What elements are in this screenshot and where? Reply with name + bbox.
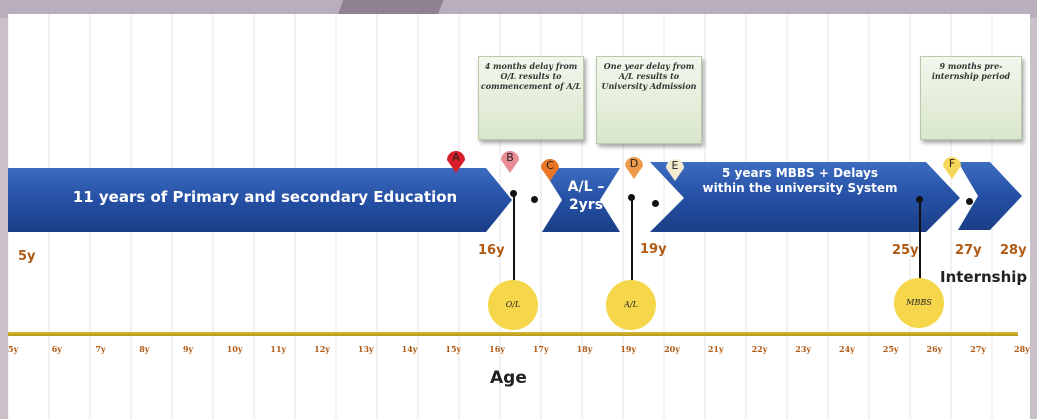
axis-tick-label: 18y	[576, 344, 593, 354]
marker-pin-a: A	[444, 146, 468, 174]
axis-tick-label: 27y	[970, 344, 987, 354]
age-intern: 27y	[955, 243, 982, 258]
marker-pin-b-label: B	[506, 151, 514, 164]
age-al: 19y	[640, 242, 667, 257]
axis-tick-label: 13y	[357, 344, 374, 354]
pre-internship-note: 9 months pre-internship period	[920, 56, 1022, 140]
ol-dot	[510, 190, 517, 197]
axis-tick-label: 8y	[139, 344, 150, 354]
al-exam-circle: A/L	[606, 280, 656, 330]
axis-tick-label: 21y	[707, 344, 724, 354]
age-mbbs: 25y	[892, 243, 919, 258]
axis-tick-label: 26y	[926, 344, 943, 354]
al-delay-note: One year delay from A/L results to Unive…	[596, 56, 702, 144]
al-connector	[631, 198, 633, 284]
ol-delay-dot	[531, 196, 538, 203]
axis-tick-label: 24y	[839, 344, 855, 354]
axis-tick-label: 11y	[270, 344, 287, 354]
ol-connector	[513, 194, 515, 284]
age-axis-title: Age	[490, 368, 527, 388]
marker-pin-d: D	[622, 152, 646, 180]
al-duration-label: A/L – 2yrs	[567, 179, 605, 213]
mbbs-dot	[916, 196, 923, 203]
axis-tick-label: 5y	[8, 344, 19, 354]
axis-tick-label: 20y	[664, 344, 680, 354]
ol-exam-circle: O/L	[488, 280, 538, 330]
axis-tick-label: 15y	[445, 344, 462, 354]
age-end: 28y	[1000, 243, 1027, 258]
axis-tick-label: 22y	[751, 344, 768, 354]
axis-tick-label: 19y	[620, 344, 637, 354]
axis-tick-label: 17y	[532, 344, 549, 354]
axis-tick-label: 6y	[51, 344, 62, 354]
marker-pin-f: F	[940, 152, 964, 180]
axis-tick-label: 16y	[489, 344, 505, 354]
al-arrow	[542, 168, 620, 232]
mbbs-connector	[919, 200, 921, 282]
mbbs-exam-circle: MBBS	[894, 278, 944, 328]
marker-pin-a-label: A	[452, 151, 460, 164]
top-band	[0, 0, 1037, 18]
marker-pin-f-label: F	[948, 157, 956, 170]
mbbs-arrow	[650, 162, 960, 232]
marker-pin-e-label: E	[671, 159, 679, 172]
marker-pin-c: C	[538, 154, 562, 182]
axis-tick-label: 12y	[314, 344, 330, 354]
axis-tick-label: 7y	[95, 344, 106, 354]
marker-pin-e: E	[663, 154, 687, 182]
ol-delay-note: 4 months delay from O/L results to comme…	[478, 56, 584, 140]
internship-arrow	[958, 162, 1022, 230]
mbbs-label: 5 years MBBS + Delays within the univers…	[702, 166, 898, 195]
axis-tick-label: 14y	[401, 344, 418, 354]
age-axis-line	[8, 332, 1018, 336]
axis-tick-label: 23y	[795, 344, 812, 354]
marker-pin-c-label: C	[546, 159, 554, 172]
al-delay-dot	[652, 200, 659, 207]
primary-education-label: 11 years of Primary and secondary Educat…	[72, 188, 458, 206]
primary-education-arrow	[8, 168, 512, 232]
axis-tick-label: 28y	[1014, 344, 1030, 354]
internship-label: Internship	[940, 268, 1028, 286]
age-start: 5y	[18, 249, 36, 264]
marker-pin-d-label: D	[629, 157, 639, 170]
marker-pin-b: B	[498, 146, 522, 174]
axis-tick-label: 9y	[182, 344, 194, 354]
axis-tick-label: 25y	[882, 344, 899, 354]
axis-tick-label: 10y	[226, 344, 243, 354]
intern-dot	[966, 198, 973, 205]
age-ol: 16y	[478, 243, 505, 258]
al-dot	[628, 194, 635, 201]
